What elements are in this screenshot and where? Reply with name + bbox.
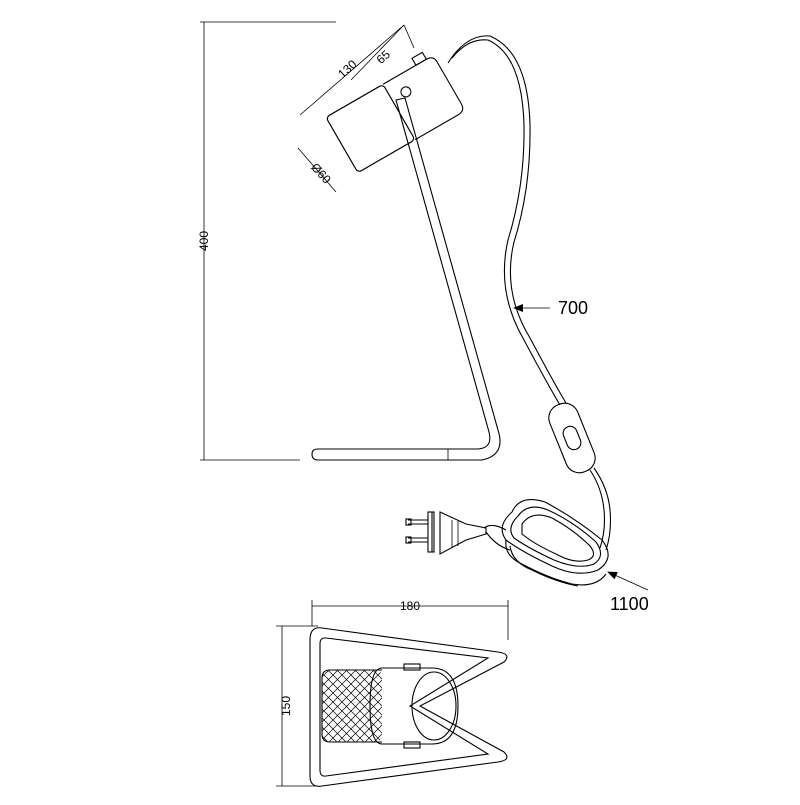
base-depth-label: 150 — [279, 696, 293, 716]
pivot-knob-icon — [400, 86, 412, 98]
switch-rocker-icon — [562, 425, 582, 451]
inline-switch — [548, 402, 596, 474]
shade-end-icon — [411, 671, 457, 741]
lamp-head — [326, 51, 464, 172]
base-width-label: 180 — [400, 599, 420, 613]
cable-to-coil — [589, 469, 606, 549]
cable-plug-callout: 1100 — [607, 571, 649, 614]
shade-offset-label: 65 — [374, 47, 394, 67]
cable-coil — [483, 499, 609, 587]
shade-length-label: 130 — [335, 57, 359, 81]
side-view: 400 130 65 Ø60 — [197, 21, 649, 614]
cable-to-switch-label: 700 — [558, 298, 588, 318]
base-depth-dimension: 150 — [276, 625, 318, 787]
base-frame — [309, 627, 508, 787]
lamp-arm — [311, 97, 501, 461]
cable-switch-callout: 700 — [513, 298, 588, 318]
shade-top — [321, 663, 459, 749]
height-label: 400 — [197, 231, 211, 251]
plug-icon — [405, 511, 487, 555]
base-width-dimension: 180 — [311, 599, 509, 640]
power-cable — [447, 35, 567, 406]
height-dimension: 400 — [197, 21, 336, 461]
top-view: 180 150 — [276, 599, 509, 787]
cable-to-plug-label: 1100 — [610, 594, 649, 614]
